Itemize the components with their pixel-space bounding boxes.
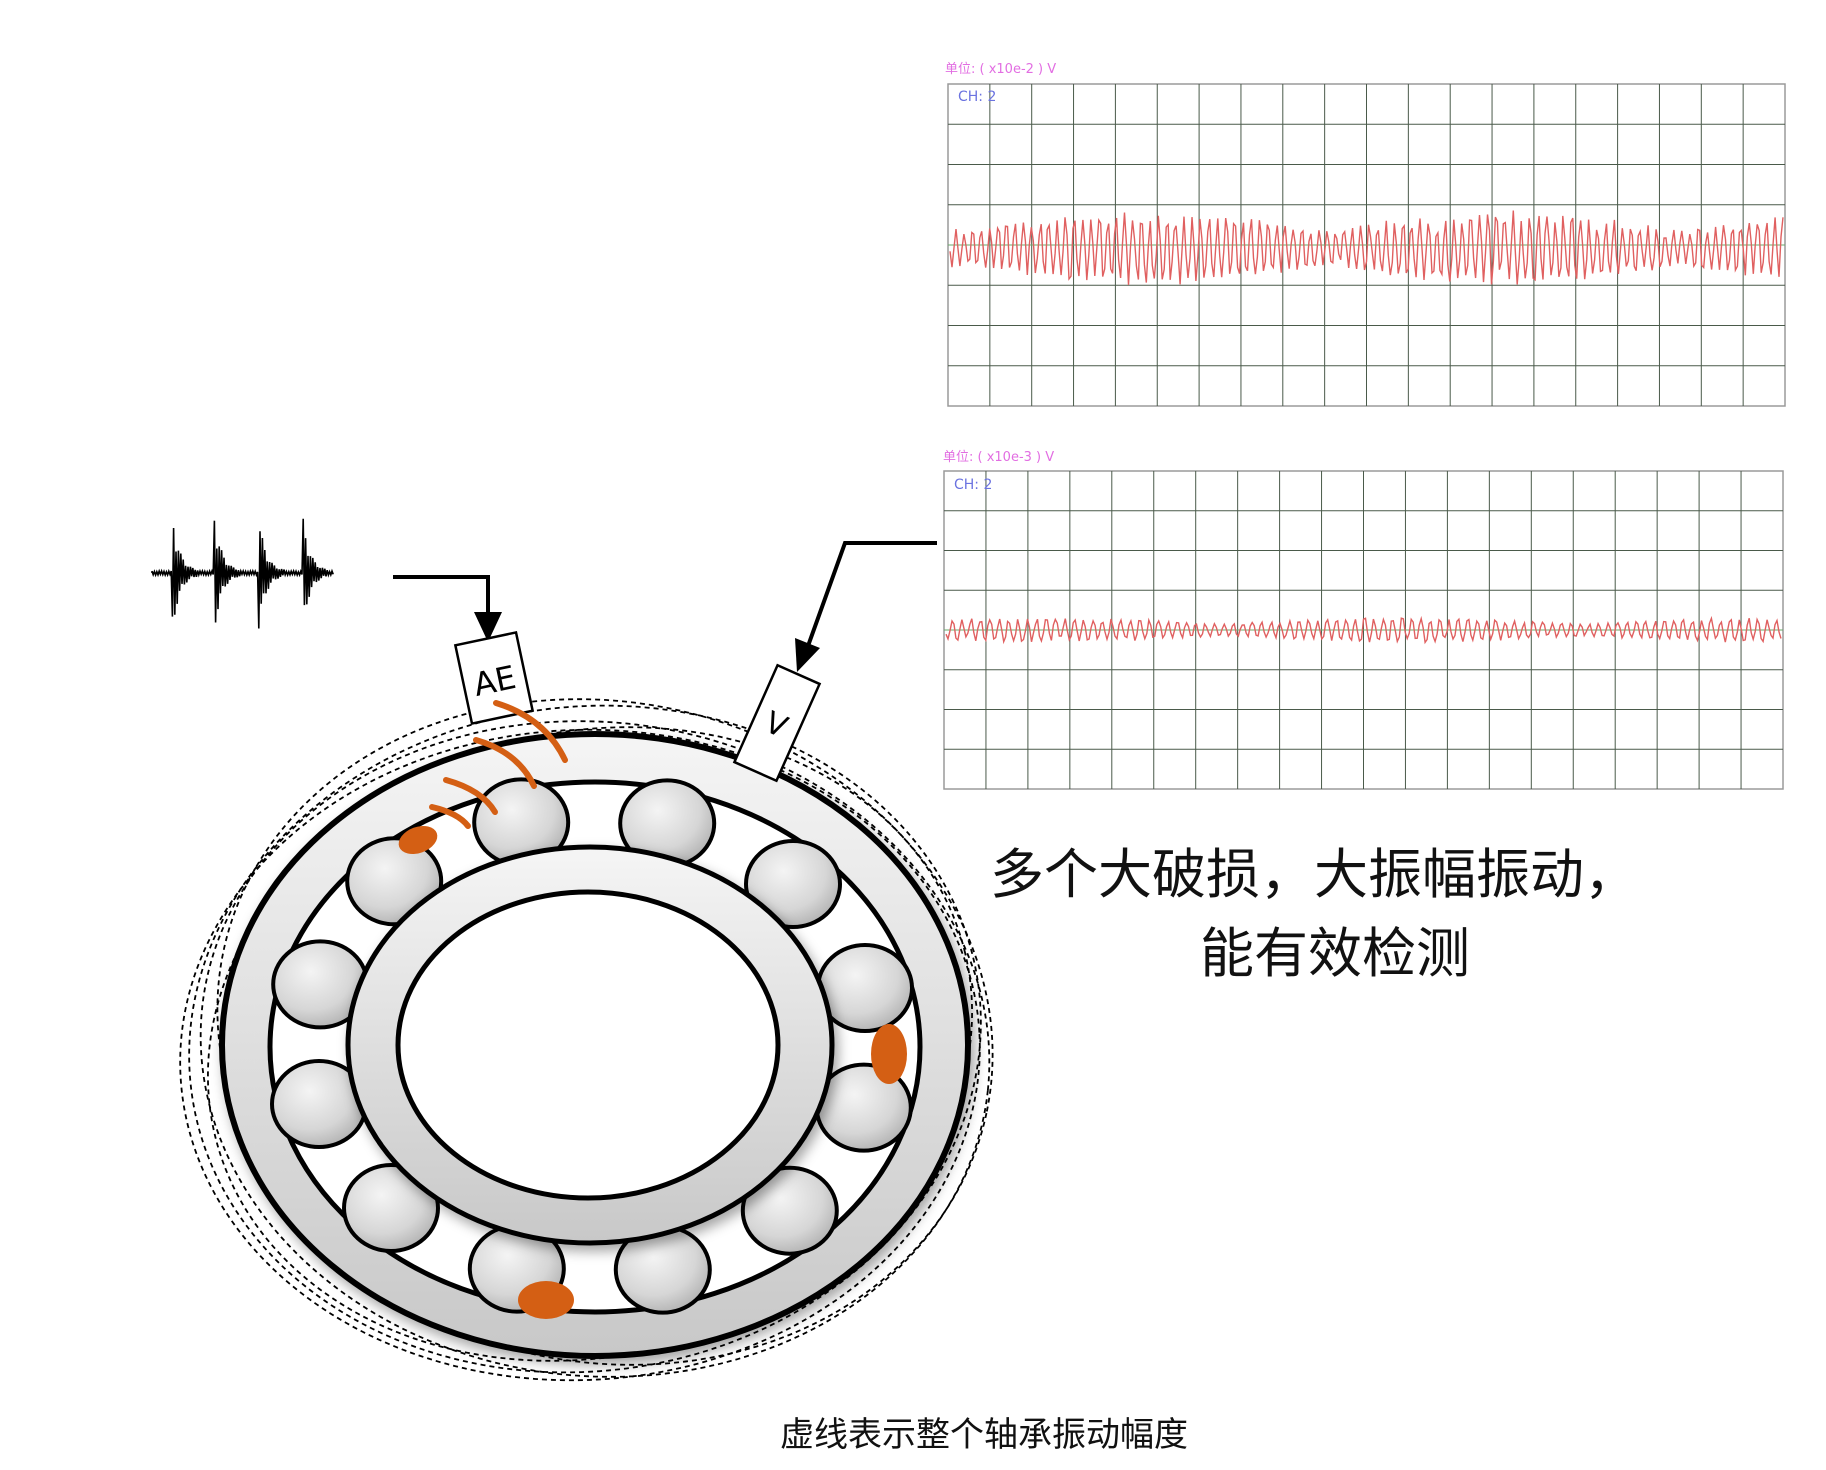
ae-sensor: AE	[453, 630, 535, 726]
main-caption-line1: 多个大破损，大振幅振动，	[990, 843, 1638, 906]
bearing-balls	[270, 777, 914, 1315]
outer-race-defect	[398, 825, 438, 855]
ae-sensor-label: AE	[470, 658, 519, 704]
main-caption-line2: 能有效检测	[1200, 922, 1470, 985]
scope-bottom-channel-label: CH: 2	[954, 477, 992, 493]
scope-top-grid	[948, 84, 1785, 406]
oscilloscope-bottom: 单位: ( x10e-3 ) V CH: 2	[943, 450, 1784, 790]
scope-bottom-trace	[945, 615, 1782, 645]
scope-bottom-unit-label: 单位: ( x10e-3 ) V	[943, 450, 1054, 465]
ball-defect-bottom	[518, 1281, 574, 1319]
scope-bottom-grid	[944, 471, 1783, 789]
v-sensor: V	[732, 663, 822, 783]
oscilloscope-top: 单位: ( x10e-2 ) V CH: 2	[945, 62, 1786, 407]
bearing-ball	[740, 1165, 839, 1256]
scope-top-channel-label: CH: 2	[958, 89, 996, 105]
v-arrow	[795, 541, 937, 672]
bearing	[219, 731, 971, 1359]
bearing-bore	[395, 889, 781, 1201]
ae-wave-arcs	[429, 700, 568, 829]
scope-top-trace	[949, 210, 1784, 285]
dashed-line-note: 虚线表示整个轴承振动幅度	[780, 1415, 1188, 1455]
bearing-ball	[744, 839, 842, 929]
bearing-ball	[342, 1163, 440, 1253]
ae-arrow	[393, 575, 502, 642]
ball-defect-right	[871, 1024, 907, 1084]
ae-burst-signal-icon	[151, 518, 334, 629]
scope-top-unit-label: 单位: ( x10e-2 ) V	[945, 62, 1056, 77]
